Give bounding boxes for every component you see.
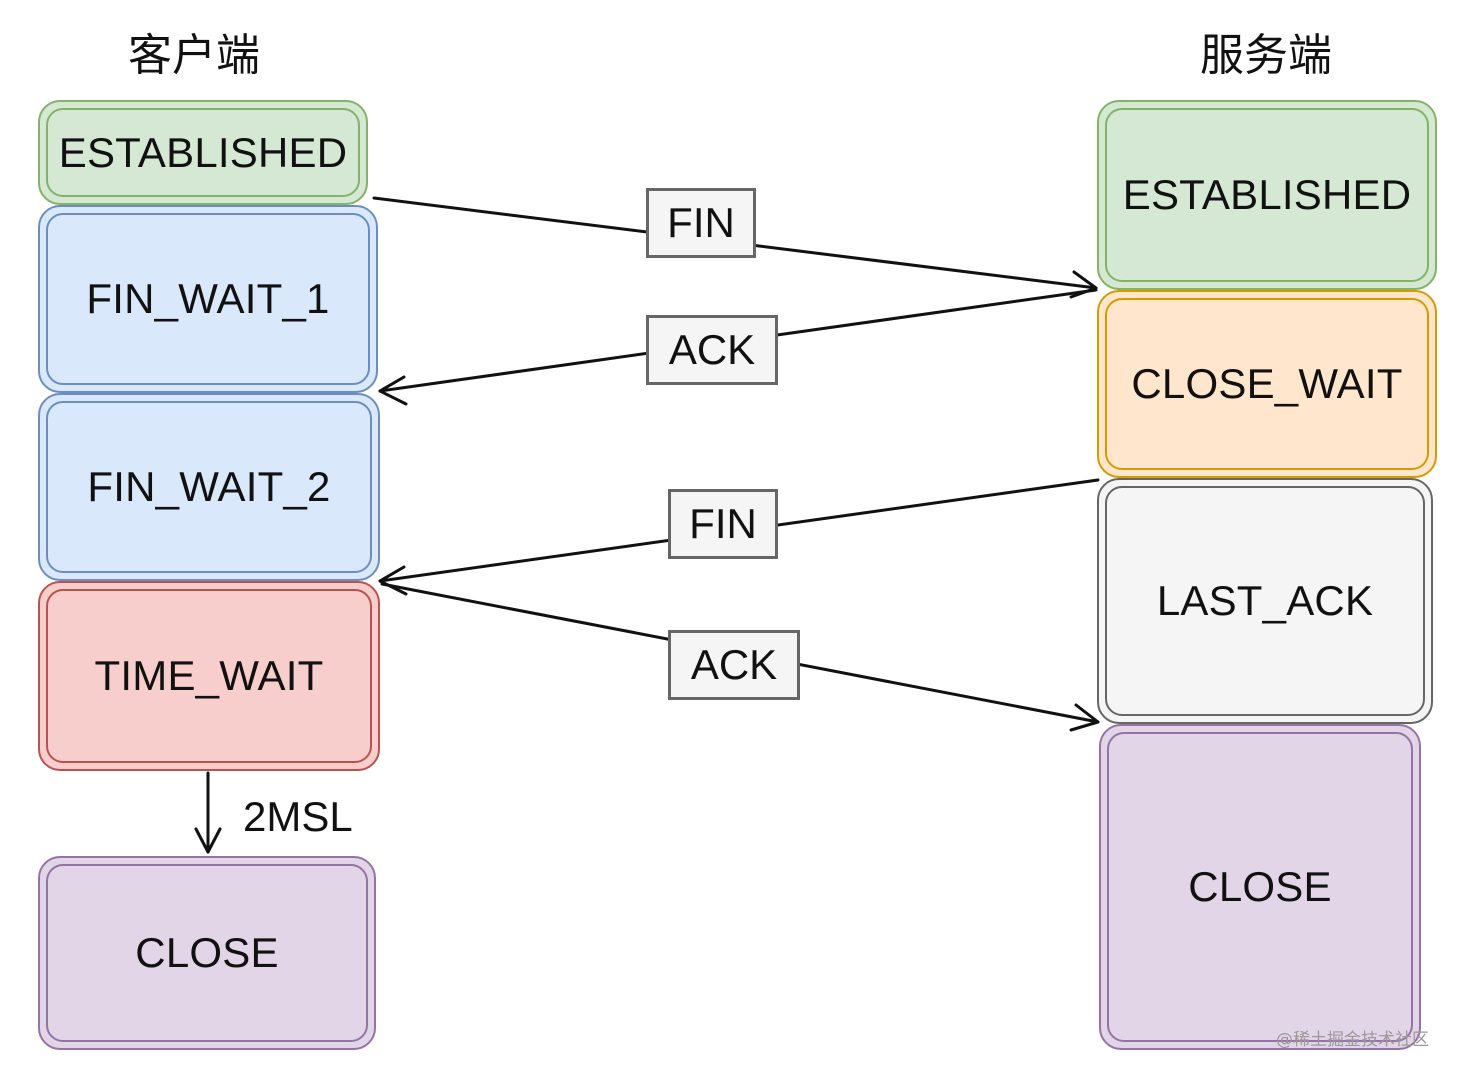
timer-arrow [194, 771, 222, 854]
server-state-established: ESTABLISHED [1097, 100, 1437, 290]
server-column-header: 服务端 [1200, 30, 1332, 81]
server-state-close-wait: CLOSE_WAIT [1097, 290, 1437, 478]
client-state-fin-wait-1: FIN_WAIT_1 [38, 205, 378, 393]
message-fin-2-label: FIN [668, 489, 778, 559]
message-ack-1-label: ACK [646, 315, 778, 385]
client-column-header: 客户端 [128, 30, 260, 81]
client-state-close: CLOSE [38, 856, 376, 1050]
watermark: @稀土掘金技术社区 [1276, 1030, 1429, 1050]
timer-label: 2MSL [243, 793, 353, 840]
message-ack-2-label: ACK [668, 630, 800, 700]
client-state-fin-wait-2: FIN_WAIT_2 [38, 393, 380, 581]
client-state-established: ESTABLISHED [38, 100, 368, 205]
server-state-close: CLOSE [1099, 724, 1421, 1050]
server-state-last-ack: LAST_ACK [1097, 478, 1433, 724]
message-fin-1-label: FIN [646, 188, 756, 258]
client-state-time-wait: TIME_WAIT [38, 581, 380, 771]
